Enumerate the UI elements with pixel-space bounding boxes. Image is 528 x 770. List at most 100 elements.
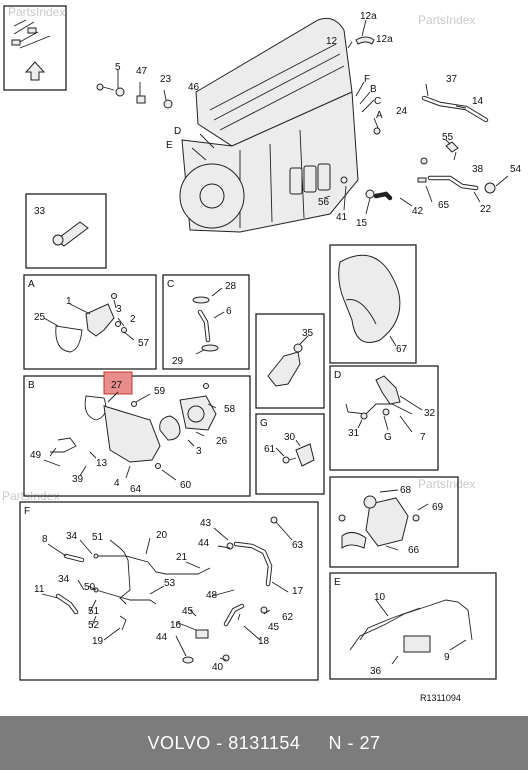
callout-label: 41 (336, 212, 348, 223)
callout-label: 66 (408, 545, 420, 556)
panel-g: G 30 61 (255, 413, 325, 495)
watermark-top-left: PartsIndex (8, 5, 65, 19)
callout-label: 13 (96, 458, 108, 469)
callout-label: A (376, 110, 383, 121)
callout-label: 34 (58, 574, 70, 585)
callout-label: 64 (130, 484, 142, 495)
callout-label: C (374, 96, 381, 107)
callout-label: 67 (396, 344, 408, 355)
orientation-parts-icon (11, 19, 51, 49)
callout-label: 43 (200, 518, 212, 529)
callout-label: 26 (216, 436, 228, 447)
callout-label: E (166, 140, 173, 151)
callout-label: 12 (326, 36, 338, 47)
orientation-box (3, 5, 67, 91)
callout-label: G (260, 418, 268, 429)
callout-label: 62 (282, 612, 294, 623)
callout-label: 52 (88, 620, 100, 631)
callout-label: C (167, 279, 174, 290)
callout-label: 25 (34, 312, 46, 323)
callout-label: 38 (472, 164, 484, 175)
callout-label: 45 (182, 606, 194, 617)
callout-label: 68 (400, 485, 412, 496)
callout-label: 20 (156, 530, 168, 541)
drawing-reference: R1311094 (420, 693, 461, 703)
callout-label: 49 (30, 450, 42, 461)
callout-label: 17 (292, 586, 304, 597)
callout-label: 60 (180, 480, 192, 491)
callout-label: 69 (432, 502, 444, 513)
panel-c: C 28 6 29 (162, 274, 250, 370)
callout-label: 46 (188, 82, 200, 93)
callout-label: 14 (472, 96, 484, 107)
callout-label: 3 (116, 304, 122, 315)
callout-label: 16 (170, 620, 182, 631)
callout-label: 40 (212, 662, 224, 673)
callout-label: 7 (420, 432, 426, 443)
panel-a: A 1 25 3 2 57 (23, 274, 157, 370)
part-footer: VOLVO - 8131154 N - 27 (0, 716, 528, 770)
callout-label: 21 (176, 552, 188, 563)
callout-label: 18 (258, 636, 270, 647)
callout-label: 35 (302, 328, 314, 339)
highlighted-part-27 (103, 371, 133, 395)
callout-label: 56 (318, 197, 330, 208)
callout-label: 55 (442, 132, 454, 143)
callout-label: 2 (130, 314, 136, 325)
callout-label: 53 (164, 578, 176, 589)
panel-d: D 32 31 G 7 (329, 365, 439, 471)
callout-label: 61 (264, 444, 276, 455)
callout-label: 23 (160, 74, 172, 85)
callout-label: B (28, 380, 35, 391)
callout-label: 50 (84, 582, 96, 593)
panel-b: B 27 59 58 26 49 13 39 3 4 64 60 (23, 371, 251, 497)
callout-label: 1 (66, 296, 72, 307)
panel-35: 35 (255, 313, 325, 409)
callout-label: 58 (224, 404, 236, 415)
panel-e: E 10 36 9 (329, 572, 497, 680)
callout-label: 4 (114, 478, 120, 489)
callout-label: 29 (172, 356, 184, 367)
callout-label: D (334, 370, 341, 381)
callout-label: G (384, 432, 392, 443)
callout-label-highlighted: 27 (111, 380, 123, 391)
callout-label: F (24, 506, 30, 517)
callout-label: E (334, 577, 341, 588)
callout-label: 31 (348, 428, 360, 439)
panel-68: 68 69 66 (329, 476, 459, 568)
callout-label: 12a (360, 11, 377, 22)
engine-illustration (96, 17, 509, 233)
part-code: VOLVO - 8131154 (147, 732, 301, 753)
callout-label: 33 (34, 206, 46, 217)
up-arrow-icon (24, 61, 46, 81)
callout-label: 24 (396, 106, 408, 117)
callout-label: 6 (226, 306, 232, 317)
callout-label: 10 (374, 592, 386, 603)
panel-f: F 8 34 51 20 43 44 63 21 11 34 50 53 48 … (19, 501, 319, 681)
callout-label: 3 (196, 446, 202, 457)
callout-label: A (28, 279, 35, 290)
callout-label: 15 (356, 218, 368, 229)
callout-label: 63 (292, 540, 304, 551)
callout-label: 51 (88, 606, 100, 617)
callout-label: 36 (370, 666, 382, 677)
callout-label: 39 (72, 474, 84, 485)
callout-label: 8 (42, 534, 48, 545)
callout-label: 34 (66, 531, 78, 542)
callout-label: 32 (424, 408, 436, 419)
callout-label: 54 (510, 164, 522, 175)
callout-label: 9 (444, 652, 450, 663)
watermark-mid-right: PartsIndex (418, 477, 475, 491)
panel-67: 67 (329, 244, 417, 364)
callout-label: B (370, 84, 377, 95)
callout-label: 19 (92, 636, 104, 647)
callout-label: F (364, 74, 370, 85)
panel-33: 33 (25, 193, 107, 269)
callout-label: 51 (92, 532, 104, 543)
callout-label: 44 (156, 632, 168, 643)
callout-label: 22 (480, 204, 492, 215)
callout-label: 28 (225, 281, 237, 292)
callout-label: 45 (268, 622, 280, 633)
callout-label: 5 (115, 62, 121, 73)
callout-label: 37 (446, 74, 458, 85)
